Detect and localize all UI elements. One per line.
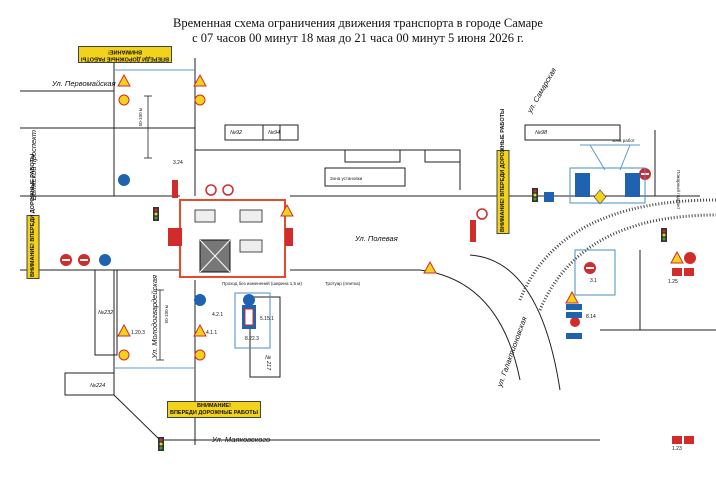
building-98: №98 xyxy=(535,130,548,136)
blue-rect-signs xyxy=(242,173,640,339)
sign-code-4: 8.22.3 xyxy=(245,336,259,342)
distance-markers xyxy=(144,95,164,361)
sign-code-3: 4.2.1 xyxy=(212,312,224,318)
work-zone xyxy=(179,199,286,278)
building-94: №94 xyxy=(268,130,281,136)
round-signs xyxy=(60,94,696,361)
scheme-title-line1: Временная схема ограничения движения тра… xyxy=(173,16,543,30)
road-lines xyxy=(20,58,716,445)
sign-code-6: 5.15.1 xyxy=(260,316,274,322)
warning-box-top: ВНИМАНИЕ! ВПЕРЕДИ ДОРОЖНЫЕ РАБОТЫ xyxy=(78,46,172,63)
building-92: №92 xyxy=(230,130,243,136)
street-polevaya: Ул. Полевая xyxy=(355,234,398,243)
warning-box-left: ВНИМАНИЕ! ВПЕРЕДИ ДОРОЖНЫЕ РАБОТЫ xyxy=(27,154,40,279)
chevron-signs xyxy=(672,268,694,444)
barriers xyxy=(168,180,476,246)
warning-top-line2: ВПЕРЕДИ ДОРОЖНЫЕ РАБОТЫ xyxy=(81,55,169,61)
railway-track xyxy=(518,198,716,311)
sign-code-5: 3.1 xyxy=(590,278,597,284)
warning-left-line2: ВПЕРЕДИ ДОРОЖНЫЕ РАБОТЫ xyxy=(30,153,36,242)
street-pervomayskaya: Ул. Первомайская xyxy=(52,79,116,88)
annotation-crossing: Проход без изменений (ширина 1,5 м) xyxy=(222,281,302,286)
annotation-distance-top: 50-100 м xyxy=(138,108,143,127)
warning-box-right: ВНИМАНИЕ! ВПЕРЕДИ ДОРОЖНЫЕ РАБОТЫ xyxy=(497,109,510,234)
annotation-pedestrian-zone: Зона установки xyxy=(330,176,363,181)
building-232: №232 xyxy=(98,310,114,316)
annotation-sidewalk: Тротуар (плитка) xyxy=(325,281,361,286)
street-mayakovskogo: Ул. Маяковского xyxy=(212,435,271,444)
warning-box-bottom: ВНИМАНИЕ! ВПЕРЕДИ ДОРОЖНЫЕ РАБОТЫ xyxy=(167,401,261,418)
annotation-work-zone: зона работ xyxy=(612,138,635,143)
street-molodogvardeyskaya: Ул. Молодогвардейская xyxy=(150,275,159,359)
traffic-lights xyxy=(153,188,667,451)
sign-panels xyxy=(234,167,646,349)
warning-left-line1: ВНИМАНИЕ! xyxy=(30,243,36,277)
building-224: №224 xyxy=(90,383,106,389)
sign-code-7: 1.20.3 xyxy=(131,330,145,336)
warning-top-line1: ВНИМАНИЕ! xyxy=(108,48,142,55)
warning-bottom-line1: ВНИМАНИЕ! xyxy=(197,403,231,409)
annotation-hydrant: Пожарный гидрант xyxy=(676,170,681,210)
scheme-title-line2: с 07 часов 00 минут 18 мая до 21 часа 00… xyxy=(192,31,524,45)
annotation-distance-bottom: 50-100 м xyxy=(164,305,169,324)
warning-right-line2: ВПЕРЕДИ ДОРОЖНЫЕ РАБОТЫ xyxy=(500,108,506,197)
sign-code-10: 1.23 xyxy=(672,446,682,452)
sign-code-9: 8.14 xyxy=(586,314,596,320)
sign-code-8: 4.1.1 xyxy=(206,330,218,336)
blue-marker-lines xyxy=(114,69,640,369)
warning-bottom-line2: ВПЕРЕДИ ДОРОЖНЫЕ РАБОТЫ xyxy=(170,409,258,416)
warning-signs xyxy=(117,73,684,337)
building-217: №217 xyxy=(265,355,271,371)
sign-code-1: 1.25 xyxy=(668,279,678,285)
warning-right-line1: ВНИМАНИЕ! xyxy=(500,198,506,232)
sign-code-2: 3.24 xyxy=(173,160,183,166)
